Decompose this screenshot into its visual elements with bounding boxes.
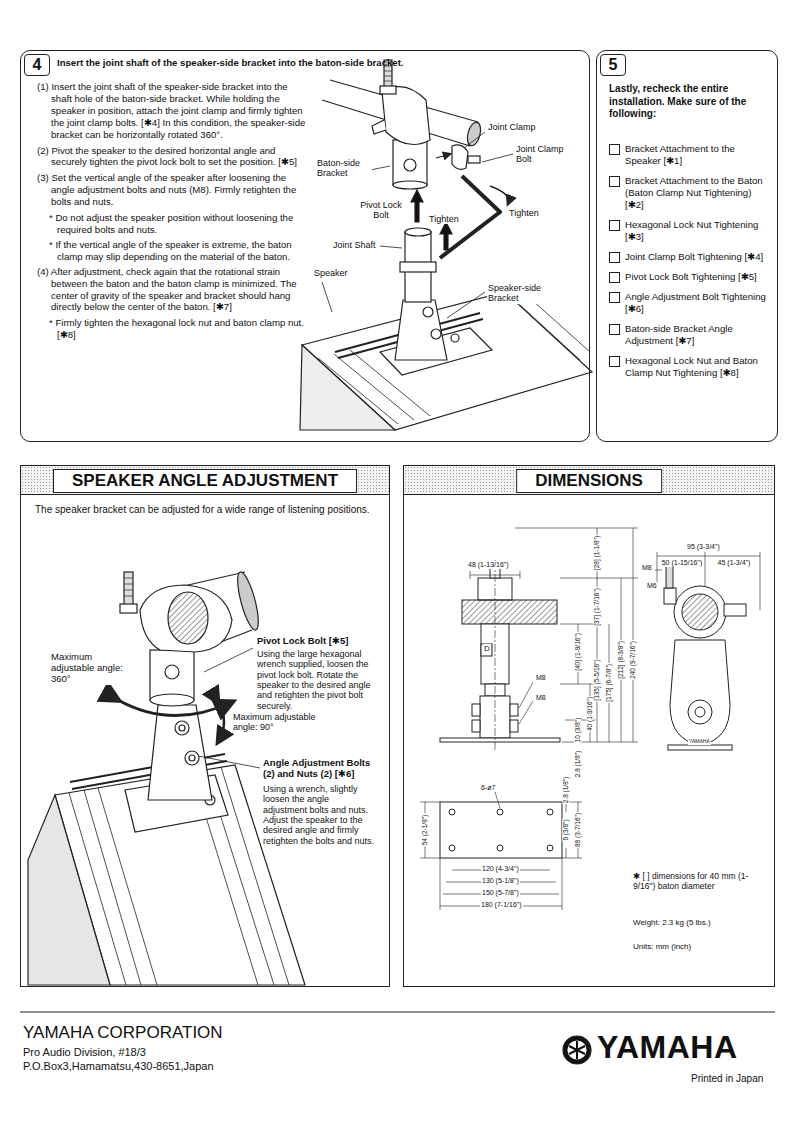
part-mark: D bbox=[483, 644, 491, 653]
checklist-panel: 5Lastly, recheck the entire installation… bbox=[596, 50, 778, 442]
instruction-text: (2) Pivot the speaker to the desired hor… bbox=[37, 145, 307, 169]
speaker-illustration bbox=[300, 60, 592, 430]
part-label: Angle Adjustment Bolts (2) and Nuts (2) … bbox=[262, 758, 376, 780]
action-label: Tighten bbox=[428, 214, 460, 224]
checklist-item: Pivot Lock Bolt Tightening [✱5] bbox=[609, 271, 769, 283]
text-column: The speaker bracket can be adjusted for … bbox=[35, 504, 375, 517]
note-text: * Firmly tighten the hexagonal lock nut … bbox=[37, 317, 307, 341]
dimension-label: [37] (1-7/16") bbox=[593, 587, 600, 627]
step-panel: 4 Insert the joint shaft of the speaker-s… bbox=[20, 50, 590, 442]
footer-text: Printed in Japan bbox=[690, 1073, 764, 1085]
instruction-text: Using a wrench, slightly loosen the angl… bbox=[262, 784, 376, 846]
brand-logo: YAMAHA bbox=[596, 1031, 739, 1063]
part-label: Speaker-side Bracket bbox=[487, 283, 553, 304]
dimension-label: 40 (1-9/16") bbox=[586, 696, 593, 732]
part-label: Joint Clamp bbox=[487, 122, 537, 132]
checklist-item: Hexagonal Lock Nut Tightening [✱3] bbox=[609, 219, 769, 243]
part-label: Baton-side Bracket bbox=[316, 158, 372, 179]
note-text: * Do not adjust the speaker position wit… bbox=[37, 212, 307, 236]
dimension-label: [40] (1-9/16") bbox=[574, 632, 581, 672]
text-column: (1) Insert the joint shaft of the speake… bbox=[37, 81, 307, 344]
bolt-size: M8 bbox=[535, 694, 547, 702]
dimension-label: [135] (5-5/16") bbox=[593, 658, 600, 701]
dimension-label: [212] (8-3/8") bbox=[617, 640, 624, 680]
step-heading: Lastly, recheck the entire installation.… bbox=[609, 83, 767, 121]
part-label: Joint Shaft bbox=[332, 240, 377, 250]
checklist-item: Hexagonal Lock Nut and Baton Clamp Nut T… bbox=[609, 355, 769, 379]
instruction-text: (1) Insert the joint shaft of the speake… bbox=[37, 81, 307, 141]
dimension-label: 48 (1-13/16") bbox=[467, 561, 510, 569]
hole-label: 6-ø7 bbox=[480, 784, 496, 792]
angle-label: Maximum adjustable angle: 360° bbox=[50, 652, 126, 685]
instruction-text: (3) Set the vertical angle of the speake… bbox=[37, 172, 307, 208]
company-name: YAMAHA CORPORATION bbox=[22, 1023, 224, 1043]
address-line: Pro Audio Division, #18/3 bbox=[22, 1046, 147, 1059]
instruction-text: Using the large hexagonal wrench supplie… bbox=[256, 649, 372, 711]
checklist-item: Baton-side Bracket Angle Adjustment [✱7] bbox=[609, 323, 769, 347]
checklist-item: Joint Clamp Bolt Tightening [✱4] bbox=[609, 251, 769, 263]
spec-text: Units: mm (inch) bbox=[632, 942, 692, 951]
dimension-label: 9 (3/8") bbox=[562, 818, 569, 841]
checklist-item: Bracket Attachment to the Baton (Baton C… bbox=[609, 175, 769, 211]
angle-label: Maximum adjustable angle: 90° bbox=[232, 712, 338, 733]
dimension-label: [175] (6-7/8") bbox=[605, 663, 612, 703]
note-text: ✱ [ ] dimensions for 40 mm (1-9/16") bat… bbox=[632, 872, 764, 892]
bolt-size: M8 bbox=[535, 674, 547, 682]
dimension-label: 95 (3-3/4") bbox=[686, 543, 721, 551]
section-title: SPEAKER ANGLE ADJUSTMENT bbox=[53, 469, 357, 493]
dimension-label: 10 (3/8") bbox=[574, 717, 581, 744]
part-label: Joint Clamp Bolt bbox=[515, 144, 571, 165]
bolt-size: M6 bbox=[646, 582, 658, 590]
footer-graphics bbox=[20, 1012, 775, 1064]
dimension-label: [28] (1-1/8") bbox=[593, 535, 600, 571]
step-number: 4 bbox=[24, 54, 50, 76]
instruction-text: (4) After adjustment, check again that t… bbox=[37, 266, 307, 314]
part-label: Pivot Lock Bolt bbox=[356, 200, 406, 221]
step-number: 5 bbox=[600, 54, 626, 76]
section-title: DIMENSIONS bbox=[516, 469, 662, 493]
dimension-label: 150 (5-7/8") bbox=[481, 889, 520, 897]
part-label: Pivot Lock Bolt [✱5] bbox=[256, 636, 383, 647]
text-column: Bracket Attachment to the Speaker [✱1] Br… bbox=[609, 143, 769, 387]
step-heading: Insert the joint shaft of the speaker-si… bbox=[57, 57, 404, 69]
part-label: Speaker bbox=[313, 268, 349, 278]
spec-text: Weight: 2.3 kg (5 lbs.) bbox=[632, 918, 712, 927]
dimension-label: 2.8 (1/8") bbox=[562, 776, 569, 805]
dimension-label: 130 (5-1/8") bbox=[481, 877, 520, 885]
brand-mark: YAMAHA bbox=[688, 739, 711, 745]
address-line: P.O.Box3,Hamamatsu,430-8651,Japan bbox=[22, 1060, 215, 1073]
dimension-label: 45 (1-3/4") bbox=[712, 559, 756, 567]
checklist-item: Angle Adjustment Bolt Tightening [✱6] bbox=[609, 291, 769, 315]
checklist-item: Bracket Attachment to the Speaker [✱1] bbox=[609, 143, 769, 167]
note-text: * If the vertical angle of the speaker i… bbox=[37, 239, 307, 263]
dimension-label: 240 (9-7/16") bbox=[629, 640, 636, 680]
dimension-drawings bbox=[420, 528, 760, 910]
body-text: The speaker bracket can be adjusted for … bbox=[35, 504, 375, 517]
bolt-size: M8 bbox=[641, 564, 653, 572]
dimension-label: 88 (3-7/16") bbox=[574, 812, 581, 848]
dimension-label: 54 (2-1/8") bbox=[421, 814, 428, 847]
dimension-label: 180 (7-1/16") bbox=[480, 901, 523, 909]
action-label: Tighten bbox=[508, 208, 540, 218]
dimension-label: 120 (4-3/4") bbox=[481, 865, 520, 873]
dimension-label: 50 (1-15/16") bbox=[660, 559, 704, 567]
dimension-label: 2.8 (1/8") bbox=[574, 750, 581, 779]
